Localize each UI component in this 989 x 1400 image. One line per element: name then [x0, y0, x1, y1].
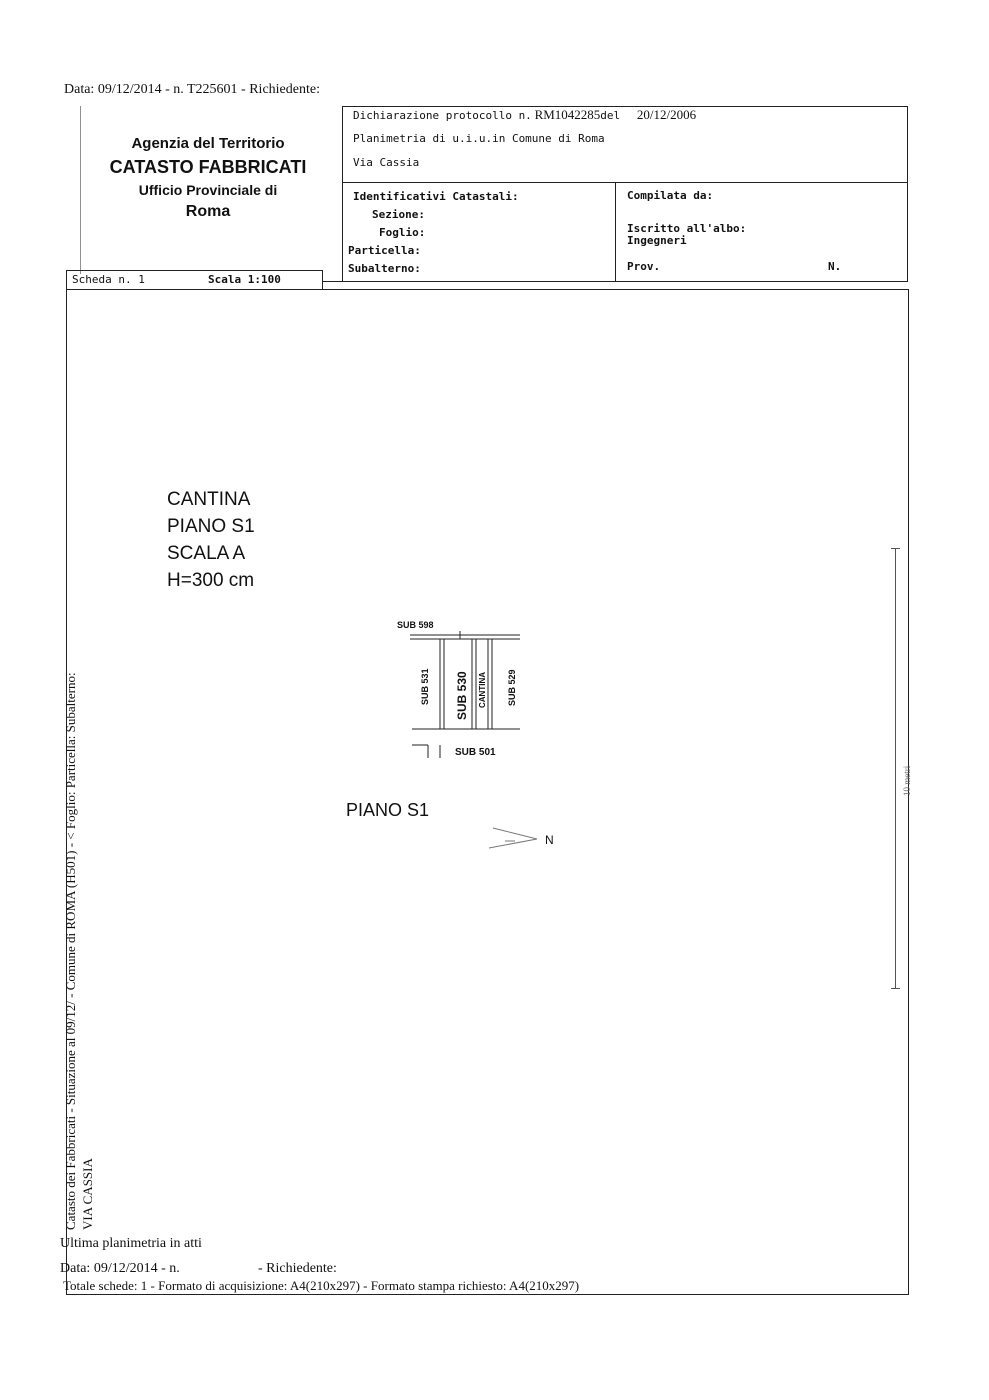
scala-label: Scala 1:100 — [208, 273, 281, 286]
identificativi-label: Identificativi Catastali: — [353, 190, 519, 203]
protocol-date: 20/12/2006 — [636, 107, 697, 122]
ultima-label: Ultima planimetria in atti — [60, 1236, 202, 1251]
subalterno-label: Subalterno: — [348, 262, 421, 275]
agency-name: Agenzia del Territorio — [131, 135, 285, 152]
drawing-frame — [66, 289, 909, 1295]
compilata-label: Compilata da: — [627, 189, 714, 202]
north-label: N — [545, 833, 554, 847]
protocol-number: RM1042285 — [534, 107, 601, 122]
header-left-rule — [80, 106, 81, 274]
city-name: Roma — [185, 203, 231, 220]
header-middle-rule — [342, 182, 908, 183]
sub-530-label: SUB 530 — [455, 671, 469, 720]
sub-598-label: SUB 598 — [397, 620, 434, 630]
left-address-text: VIA CASSIA — [80, 1158, 95, 1230]
sub-529-label: SUB 529 — [507, 669, 517, 706]
floor-plan-drawing — [410, 631, 520, 758]
footer-totale: Totale schede: 1 - Formato di acquisizio… — [63, 1278, 580, 1293]
sub-501-label: SUB 501 — [455, 747, 496, 758]
protocol-line: Dichiarazione protocollo n. RM1042285del… — [353, 107, 696, 123]
floor-label: PIANO S1 — [346, 800, 430, 820]
foglio-label: Foglio: — [379, 226, 426, 239]
scheda-label: Scheda n. 1 — [72, 273, 145, 286]
request-line: Data: 09/12/2014 - n. T225601 - Richiede… — [64, 82, 320, 97]
header-top-rule — [342, 106, 908, 107]
address-line: Via Cassia — [353, 156, 420, 169]
plan-title-block: CANTINA PIANO S1 SCALA A H=300 cm — [167, 486, 255, 594]
header-divider-vertical — [342, 106, 343, 282]
header-right-rule — [907, 106, 908, 282]
scale-bar-tick-bottom — [891, 988, 900, 989]
footer-richiedente: - Richiedente: — [258, 1261, 337, 1276]
sezione-label: Sezione: — [372, 208, 425, 221]
footer-data: Data: 09/12/2014 - n. — [60, 1261, 180, 1276]
particella-label: Particella: — [348, 244, 421, 257]
number-label: N. — [828, 260, 842, 273]
scale-bar-tick-top — [891, 548, 900, 549]
scale-bar — [895, 548, 896, 988]
planimetria-line: Planimetria di u.i.u.in Comune di Roma — [353, 132, 605, 145]
plan-title-line-1: CANTINA — [167, 489, 251, 510]
plan-title-line-4: H=300 cm — [167, 570, 255, 591]
albo-value: Ingegneri — [627, 234, 687, 247]
scale-marker-text: 10 metri — [902, 765, 912, 796]
plan-title-line-2: PIANO S1 — [167, 516, 255, 537]
ufficio-label: Ufficio Provinciale di — [138, 182, 278, 198]
protocol-del: del — [600, 109, 621, 122]
iscritto-label: Iscritto all'albo: — [627, 222, 747, 235]
sub-531-label: SUB 531 — [420, 668, 430, 705]
plan-title-line-3: SCALA A — [167, 543, 246, 564]
header-bottom-rule — [322, 281, 908, 282]
north-arrow-icon — [488, 827, 538, 849]
header-compilata-divider — [615, 182, 616, 282]
left-margin-text: Catasto dei Fabbricati - Situazione al 0… — [63, 672, 78, 1230]
protocol-label: Dichiarazione protocollo n. — [353, 109, 532, 122]
prov-label: Prov. — [627, 260, 661, 273]
cantina-label: CANTINA — [478, 672, 487, 708]
catasto-title: CATASTO FABBRICATI — [109, 157, 307, 177]
